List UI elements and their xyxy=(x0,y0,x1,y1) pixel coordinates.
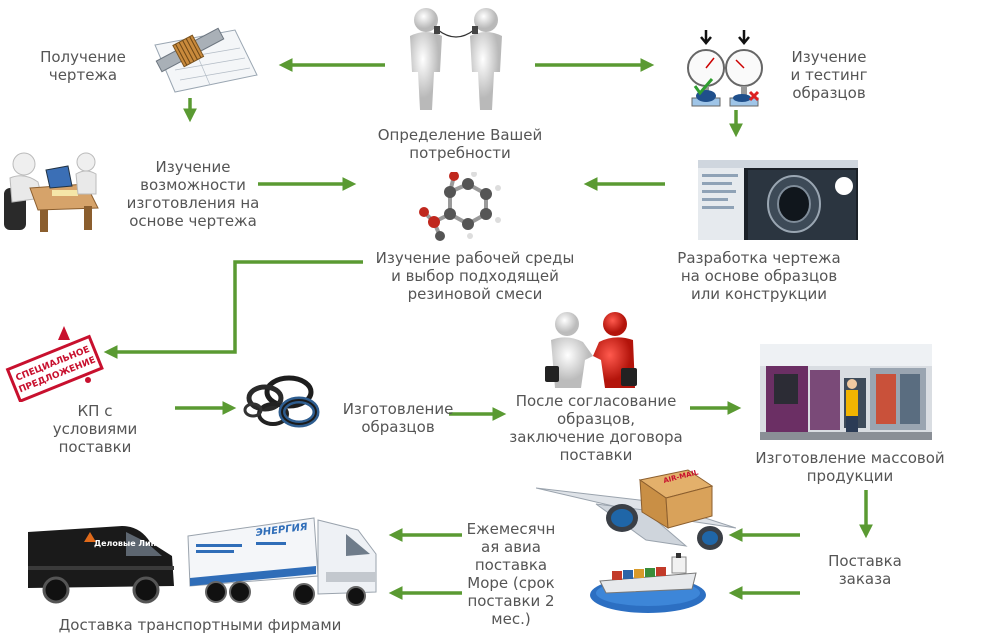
label-monthly-delivery: Ежемесячн ая авиа поставка Море (срок по… xyxy=(466,520,556,628)
molecule-icon xyxy=(414,171,504,248)
airplane-cargo-icon: AIR-MAIL xyxy=(535,466,737,558)
hardness-gauge-icon xyxy=(686,30,776,116)
handshake-icon xyxy=(545,310,641,396)
label-study-feasibility: Изучение возможности изготовления на осн… xyxy=(126,158,260,230)
label-make-samples: Изготовление образцов xyxy=(342,400,454,436)
label-define-needs: Определение Вашей потребности xyxy=(377,126,543,162)
delivery-truck-icon: ЭНЕРГИЯ xyxy=(186,514,380,610)
label-transport-delivery: Доставка транспортными фирмами xyxy=(58,616,342,634)
arrow-to-offer xyxy=(103,260,363,359)
label-offer: КП с условиями поставки xyxy=(52,402,138,456)
label-receive-drawing: Получение чертежа xyxy=(40,48,126,84)
rubber-seals-icon xyxy=(243,370,328,439)
delivery-van-icon: Деловые Линии xyxy=(22,522,180,608)
factory-photo-icon xyxy=(760,344,932,444)
cad-model-icon xyxy=(698,160,858,244)
van-brand-text: Деловые Линии xyxy=(94,539,167,548)
label-mass-production: Изготовление массовой продукции xyxy=(755,449,945,485)
mechanical-drawing-icon xyxy=(135,20,260,104)
office-worker-icon xyxy=(2,148,100,240)
label-agreement: После согласование образцов, заключение … xyxy=(509,392,683,464)
label-study-samples: Изучение и тестинг образцов xyxy=(790,48,868,102)
talking-people-icon xyxy=(398,6,518,122)
label-develop-drawing: Разработка чертежа на основе образцов ил… xyxy=(677,249,841,303)
special-offer-sign-icon: СПЕЦИАЛЬНОЕ ПРЕДЛОЖЕНИЕ xyxy=(4,322,104,406)
label-order-delivery: Поставка заказа xyxy=(828,552,902,588)
label-study-environment: Изучение рабочей среды и выбор подходяще… xyxy=(375,249,575,303)
cargo-ship-icon xyxy=(588,553,708,619)
